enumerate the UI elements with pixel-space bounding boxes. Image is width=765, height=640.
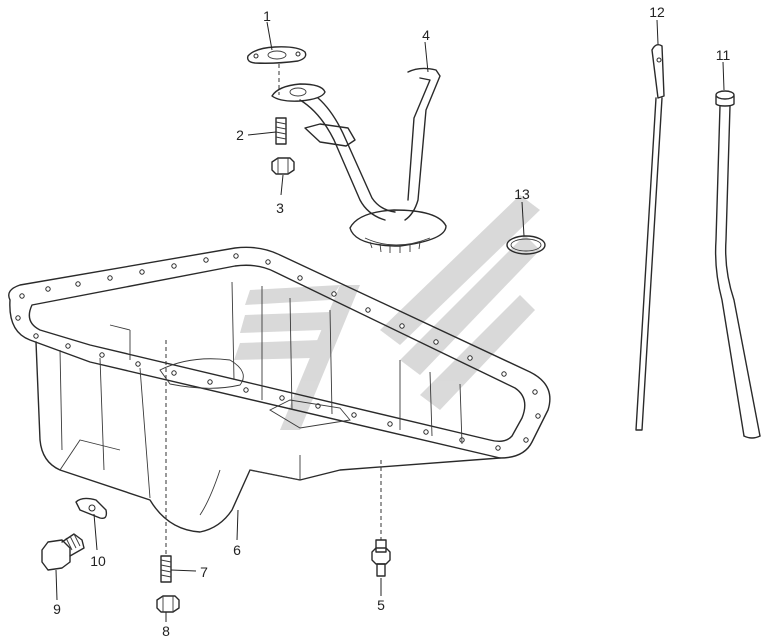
callout-1: 1: [263, 8, 271, 24]
callout-6: 6: [233, 542, 241, 558]
leader-lines: [55, 19, 725, 622]
part-nut-lower: [156, 595, 180, 613]
part-stud-lower: [160, 555, 172, 583]
callout-4: 4: [422, 27, 430, 43]
part-nut-upper: [271, 157, 295, 175]
part-dipstick: [635, 43, 665, 431]
callout-2: 2: [236, 127, 244, 143]
watermark-logo: [234, 195, 540, 430]
part-oil-strainer: [271, 67, 447, 253]
part-dipstick-tube: [714, 90, 761, 439]
callout-5: 5: [377, 597, 385, 613]
callout-8: 8: [162, 623, 170, 639]
callout-11: 11: [715, 47, 731, 63]
flange-holes: [15, 253, 541, 451]
part-stud-upper: [275, 117, 287, 145]
part-drain-washer: [75, 497, 108, 520]
part-gasket: [246, 46, 307, 64]
callout-7: 7: [200, 564, 208, 580]
callout-3: 3: [276, 200, 284, 216]
callout-9: 9: [53, 601, 61, 617]
part-drain-plug: [41, 533, 85, 571]
callout-12: 12: [649, 4, 665, 20]
part-oil-pan: [8, 246, 551, 533]
part-o-ring: [506, 235, 546, 255]
callout-13: 13: [514, 186, 530, 202]
part-bolt-lower-right: [371, 460, 391, 577]
callout-10: 10: [90, 553, 106, 569]
